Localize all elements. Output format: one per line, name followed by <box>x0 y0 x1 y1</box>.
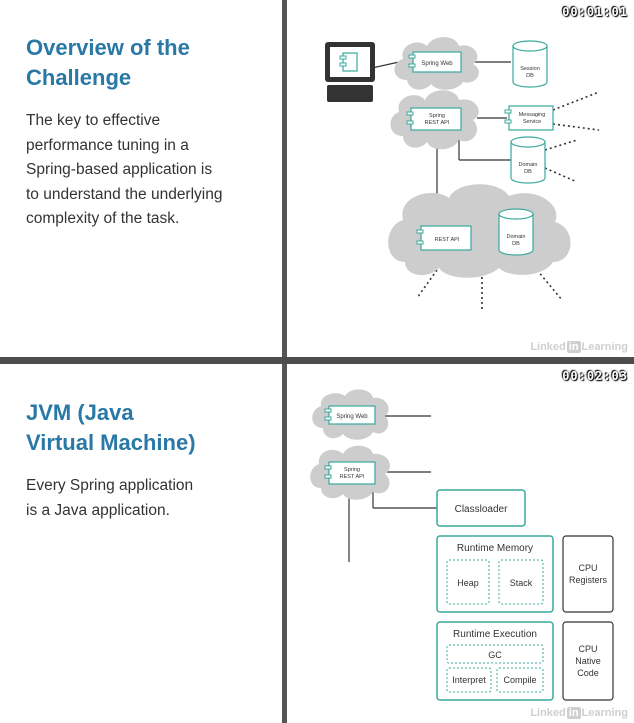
slide-jvm: JVM (Java Virtual Machine) Every Spring … <box>0 364 634 723</box>
vertical-divider <box>282 364 287 723</box>
cpu-native-label-3: Code <box>577 668 599 678</box>
watermark-text: Learning <box>581 341 628 353</box>
body-line: to understand the underlying <box>26 185 223 203</box>
architecture-diagram: Spring Web Session DB Spring REST API Me… <box>325 37 600 310</box>
watermark-text: Linked <box>530 707 566 719</box>
runtime-execution-label: Runtime Execution <box>453 629 537 640</box>
cpu-native-label-1: CPU <box>578 644 597 654</box>
domain-db-label-1: Domain <box>519 162 538 168</box>
spring-web-label: Spring Web <box>336 414 368 420</box>
cpu-registers-label-2: Registers <box>569 575 608 585</box>
cloud-spring-web: Spring Web <box>394 37 479 90</box>
domain-db-icon: Domain DB <box>510 136 546 184</box>
runtime-memory-label: Runtime Memory <box>457 543 533 554</box>
title-line-1: Overview of the <box>26 35 190 60</box>
body-line: performance tuning in a <box>26 136 189 154</box>
timecode: 00:01:01 <box>562 5 628 19</box>
messaging-label-2: Service <box>523 119 541 125</box>
rest-api-label-2: REST API <box>425 120 450 126</box>
body-line: complexity of the task. <box>26 210 180 227</box>
session-db-label-2: DB <box>526 73 534 79</box>
slide-title: JVM (Java Virtual Machine) <box>26 398 196 458</box>
rest-api-label-1: Spring <box>344 467 360 473</box>
domain-db-2-label-1: Domain <box>507 234 526 240</box>
cloud-spring-web: Spring Web <box>312 389 389 440</box>
session-db-label-1: Session <box>520 66 540 72</box>
slide-title: Overview of the Challenge <box>26 33 190 93</box>
title-line-2: Virtual Machine) <box>26 430 196 455</box>
jvm-diagram: Spring Web Spring REST API Classloader R… <box>310 389 614 701</box>
watermark-text: Learning <box>581 707 628 719</box>
watermark-text: Linked <box>530 341 566 353</box>
runtime-execution-box: Runtime Execution GC Interpret Compile <box>436 621 554 701</box>
computer-icon <box>325 42 375 102</box>
session-db-icon: Session DB <box>512 40 548 88</box>
messaging-label-1: Messaging <box>519 112 546 118</box>
heap-label: Heap <box>457 578 479 588</box>
messaging-service-box: Messaging Service <box>504 105 554 131</box>
cloud-spring-rest-api: Spring REST API <box>390 90 479 150</box>
timecode: 00:02:03 <box>562 369 628 383</box>
title-line-2: Challenge <box>26 65 132 90</box>
stack-label: Stack <box>510 578 533 588</box>
body-line: Every Spring application <box>26 477 194 494</box>
slide-body: Every Spring application is a Java appli… <box>26 474 193 523</box>
rest-api-label-2: REST API <box>340 474 365 480</box>
domain-db-2-label-2: DB <box>512 241 520 247</box>
interpret-label: Interpret <box>452 675 486 685</box>
gc-label: GC <box>488 650 502 660</box>
domain-db-label-2: DB <box>524 169 532 175</box>
body-line: is a Java application. <box>26 501 170 519</box>
compile-label: Compile <box>503 675 536 685</box>
watermark-in-logo: in <box>566 707 581 719</box>
classloader-label: Classloader <box>455 504 508 515</box>
body-line: Spring-based application is <box>26 161 213 178</box>
cloud-spring-rest-api: Spring REST API <box>310 445 390 500</box>
horizontal-divider <box>0 357 634 364</box>
slide-overview: Overview of the Challenge The key to eff… <box>0 0 634 357</box>
classloader-box: Classloader <box>436 489 526 527</box>
rest-api-backend-label: REST API <box>435 237 460 243</box>
body-line: The key to effective <box>26 112 161 129</box>
cpu-native-label-2: Native <box>575 656 601 666</box>
rest-api-label-1: Spring <box>429 113 445 119</box>
cpu-registers-label-1: CPU <box>578 563 597 573</box>
cpu-registers-box: CPU Registers <box>562 535 614 613</box>
watermark-in-logo: in <box>566 341 581 353</box>
slide-body: The key to effective performance tuning … <box>26 109 222 232</box>
cpu-native-code-box: CPU Native Code <box>562 621 614 701</box>
cloud-backend: REST API Domain DB <box>388 184 571 278</box>
vertical-divider <box>282 0 287 357</box>
title-line-1: JVM (Java <box>26 400 134 425</box>
spring-web-label: Spring Web <box>421 61 453 67</box>
runtime-memory-box: Runtime Memory Heap Stack <box>436 535 554 613</box>
